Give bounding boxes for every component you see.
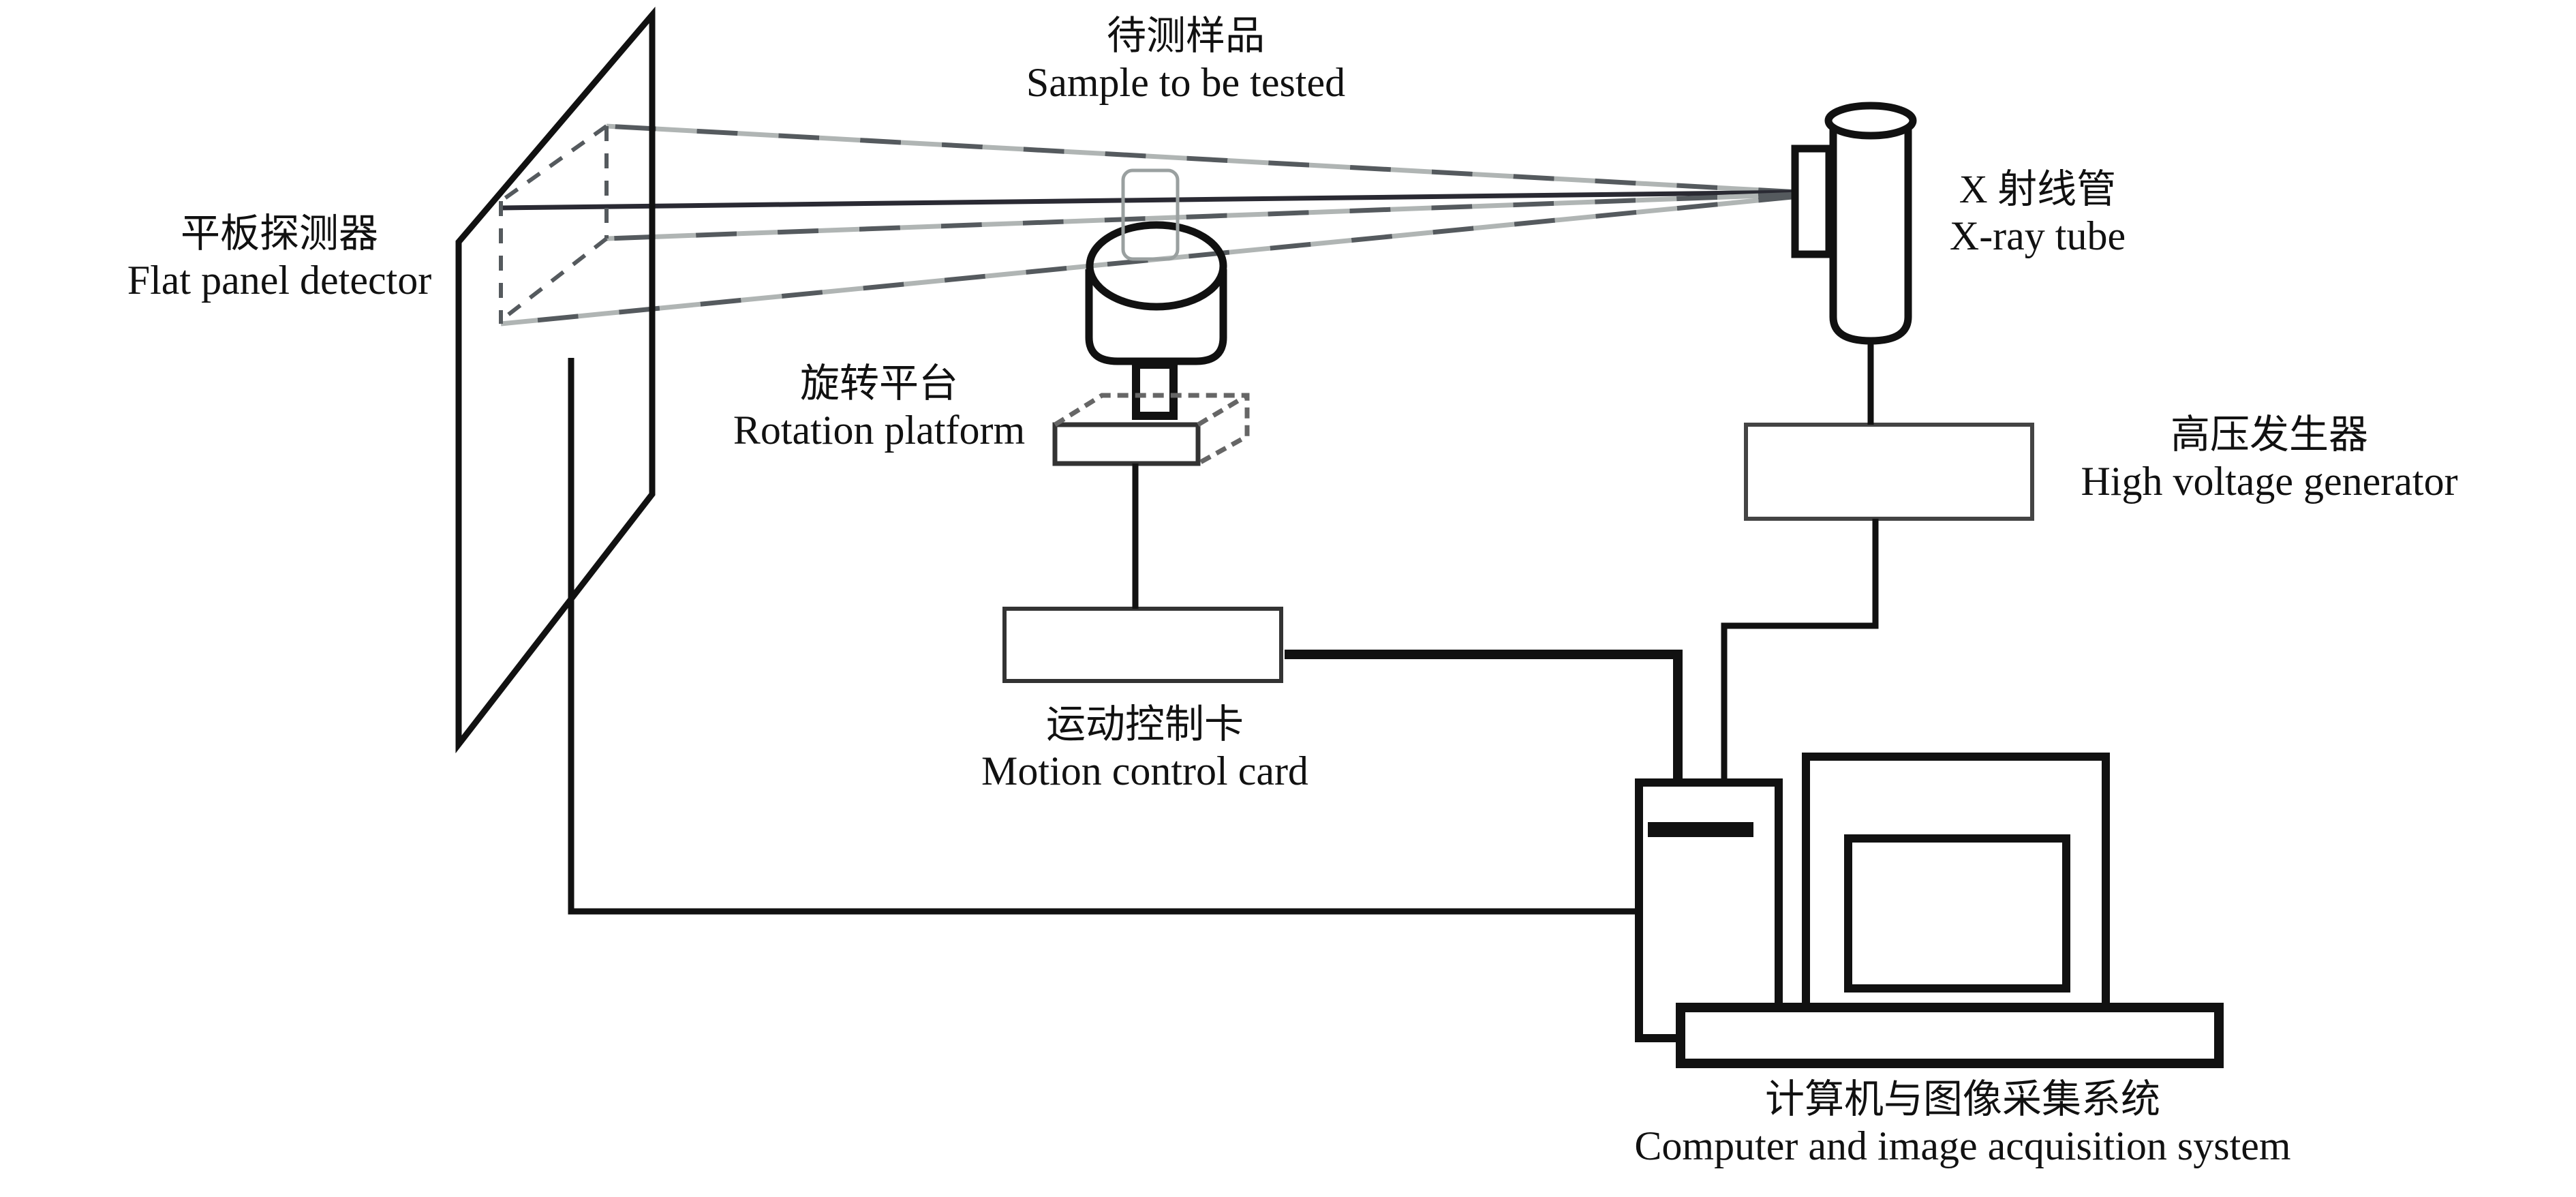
- stage-top: [1086, 221, 1227, 311]
- monitor-screen: [1844, 834, 2070, 993]
- motion-card-label-en: Motion control card: [981, 748, 1308, 793]
- wire-motion-to-computer: [1285, 650, 1683, 784]
- beam-top: [606, 123, 1800, 195]
- flat-panel-detector: [455, 6, 656, 754]
- sample-cylinder: [1121, 168, 1180, 261]
- motion-card-label: 运动控制卡 Motion control card: [940, 702, 1349, 795]
- detector-label-zh: 平板探测器: [180, 211, 378, 256]
- sample-label-zh: 待测样品: [1106, 14, 1265, 58]
- stage-shaft: [1132, 361, 1178, 420]
- computer-label-zh: 计算机与图像采集系统: [1764, 1077, 2160, 1121]
- motion-card-label-zh: 运动控制卡: [1045, 702, 1244, 746]
- motion-control-card-box: [1002, 607, 1283, 683]
- rotation-platform-label-en: Rotation platform: [733, 407, 1026, 453]
- tube-cap: [1824, 102, 1917, 140]
- beam-bottom: [500, 194, 1800, 327]
- xray-tube-label: X 射线管 X-ray tube: [1929, 167, 2147, 260]
- computer: [1635, 753, 2224, 1068]
- beam-center: [500, 190, 1800, 211]
- sample-label-en: Sample to be tested: [1026, 59, 1346, 105]
- rotation-platform-label-zh: 旋转平台: [799, 361, 958, 406]
- computer-tower: [1635, 778, 1783, 1042]
- hv-generator-label: 高压发生器 High voltage generator: [2044, 412, 2494, 505]
- rotation-platform-box: [1052, 393, 1250, 466]
- hv-generator-box: [1744, 423, 2034, 521]
- rotation-stage: [1085, 221, 1227, 420]
- tube-body: [1829, 123, 1912, 345]
- xray-tube-label-zh: X 射线管: [1959, 167, 2117, 211]
- tower-drive-slot: [1648, 822, 1753, 837]
- wire-detector-to-computer: [568, 358, 1639, 915]
- beam-middle: [606, 192, 1800, 241]
- wires: [568, 341, 1879, 915]
- hv-generator-label-en: High voltage generator: [2081, 458, 2458, 504]
- projection-box: [499, 124, 609, 324]
- tube-window: [1791, 145, 1833, 258]
- detector-label: 平板探测器 Flat panel detector: [102, 211, 457, 304]
- rotation-platform-label: 旋转平台 Rotation platform: [709, 361, 1049, 454]
- stage-drum: [1085, 269, 1227, 365]
- wire-hv-to-computer: [1721, 519, 1879, 784]
- keyboard-base: [1676, 1003, 2224, 1068]
- xray-tube: [1791, 102, 1917, 345]
- hv-generator-label-zh: 高压发生器: [2170, 412, 2368, 457]
- xray-tube-label-en: X-ray tube: [1949, 213, 2126, 258]
- sample-label: 待测样品 Sample to be tested: [988, 14, 1383, 106]
- detector-label-en: Flat panel detector: [127, 257, 432, 303]
- computer-label-en: Computer and image acquisition system: [1634, 1123, 2291, 1168]
- computer-label: 计算机与图像采集系统 Computer and image acquisitio…: [1554, 1077, 2372, 1170]
